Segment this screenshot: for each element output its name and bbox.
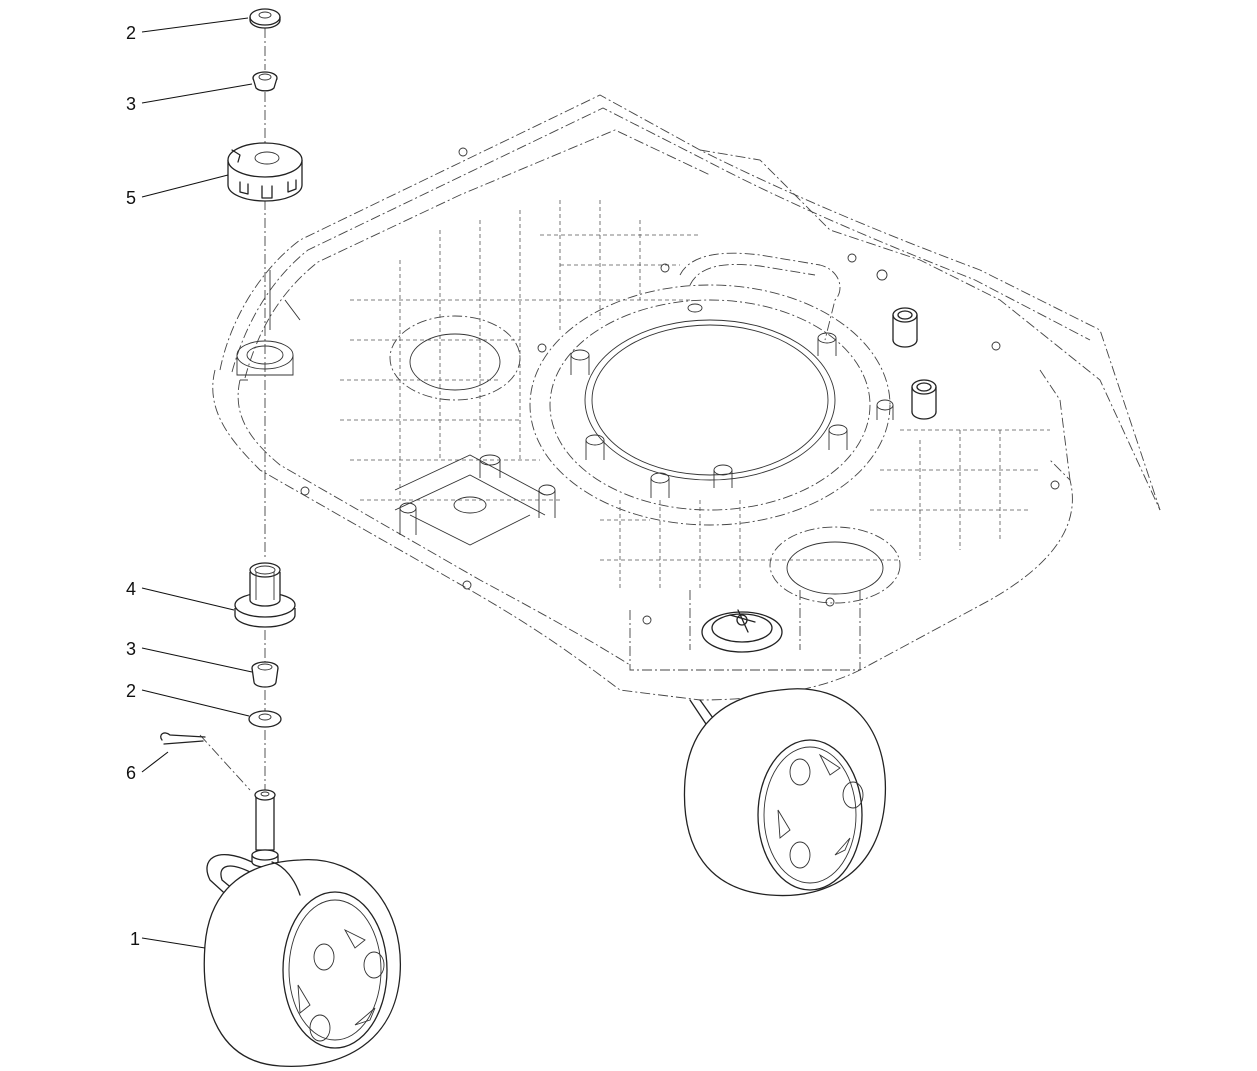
callout-label: 3 (126, 94, 136, 114)
callout-label: 6 (126, 763, 136, 783)
bushing-bottom (251, 661, 279, 688)
callout-1: 1 (130, 929, 206, 949)
castle-cap (227, 142, 303, 202)
callout-label: 2 (126, 23, 136, 43)
washer-bottom (248, 710, 282, 728)
washer-top (249, 8, 281, 29)
spindle-housing (234, 562, 296, 628)
callout-3-top: 3 (126, 83, 253, 114)
callout-label: 2 (126, 681, 136, 701)
callout-2-top: 2 (126, 17, 249, 43)
callout-5: 5 (126, 174, 229, 208)
callout-4: 4 (126, 579, 235, 611)
callout-2-bottom: 2 (126, 681, 250, 717)
callout-3-bottom: 3 (126, 639, 253, 673)
cotter-pin (160, 732, 206, 745)
bushing-top (252, 71, 278, 92)
callout-label: 1 (130, 929, 140, 949)
callout-label: 5 (126, 188, 136, 208)
callout-6: 6 (126, 751, 169, 783)
callout-label: 4 (126, 579, 136, 599)
front-caster-wheel (203, 789, 401, 1067)
callout-label: 3 (126, 639, 136, 659)
mower-deck-housing (212, 94, 1161, 701)
rear-caster-wheel (683, 688, 887, 897)
